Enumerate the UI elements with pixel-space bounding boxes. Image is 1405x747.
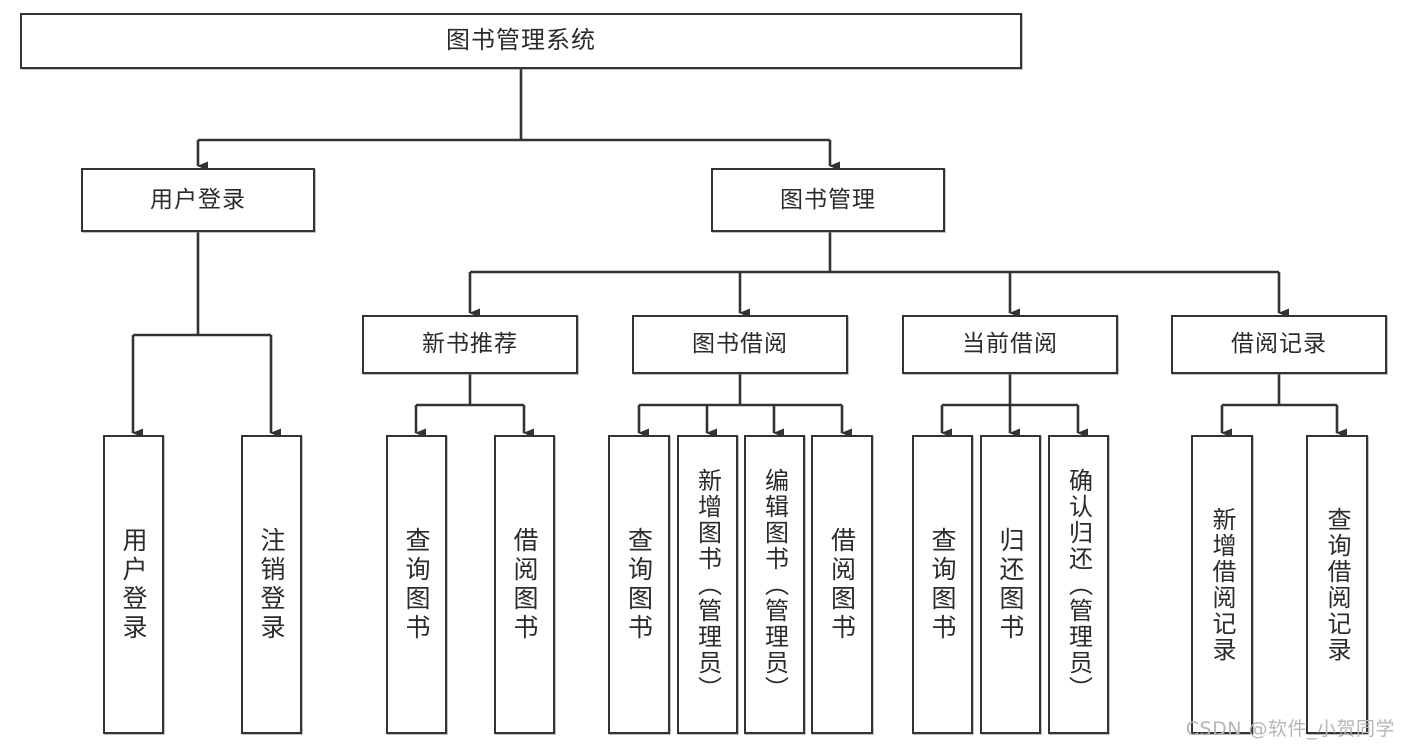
node-leaf-return-book[interactable]: 归还图书 xyxy=(980,435,1041,734)
node-book-management[interactable]: 图书管理 xyxy=(711,168,945,232)
node-label-leaf-confirm-return-admin: 确认归还（管理员） xyxy=(1064,467,1093,702)
node-leaf-user-login[interactable]: 用户登录 xyxy=(103,435,164,734)
node-label-leaf-query-book-2: 查询图书 xyxy=(624,526,654,643)
node-leaf-borrow-book-2[interactable]: 借阅图书 xyxy=(811,435,873,734)
node-label-book-borrow: 图书借阅 xyxy=(692,331,788,358)
node-leaf-borrow-book-1[interactable]: 借阅图书 xyxy=(494,435,555,734)
node-label-root-system: 图书管理系统 xyxy=(446,26,596,55)
node-label-leaf-edit-book-admin: 编辑图书（管理员） xyxy=(760,467,789,702)
node-label-book-management: 图书管理 xyxy=(780,186,876,213)
node-label-leaf-add-book-admin: 新增图书（管理员） xyxy=(693,467,722,702)
node-label-leaf-return-book: 归还图书 xyxy=(996,526,1025,643)
node-leaf-edit-book-admin[interactable]: 编辑图书（管理员） xyxy=(744,435,805,734)
node-leaf-add-book-admin[interactable]: 新增图书（管理员） xyxy=(677,435,738,734)
node-label-leaf-query-borrow-record: 查询借阅记录 xyxy=(1323,506,1351,663)
node-root-system[interactable]: 图书管理系统 xyxy=(20,13,1022,69)
node-label-user-login: 用户登录 xyxy=(150,186,246,213)
node-label-new-book-recommend: 新书推荐 xyxy=(422,331,518,358)
node-label-leaf-add-borrow-record: 新增借阅记录 xyxy=(1208,506,1236,663)
node-leaf-query-borrow-record[interactable]: 查询借阅记录 xyxy=(1306,435,1368,734)
node-leaf-user-logout[interactable]: 注销登录 xyxy=(241,435,302,734)
node-borrow-record[interactable]: 借阅记录 xyxy=(1171,315,1387,374)
node-book-borrow[interactable]: 图书借阅 xyxy=(632,315,848,374)
node-label-leaf-query-book-3: 查询图书 xyxy=(928,526,957,643)
csdn-watermark: CSDN @软件_小贺同学 xyxy=(1185,718,1395,740)
node-leaf-add-borrow-record[interactable]: 新增借阅记录 xyxy=(1191,435,1253,734)
node-label-current-borrow: 当前借阅 xyxy=(962,331,1058,358)
node-user-login[interactable]: 用户登录 xyxy=(81,168,315,232)
node-new-book-recommend[interactable]: 新书推荐 xyxy=(362,315,578,374)
node-label-leaf-user-logout: 注销登录 xyxy=(257,526,286,643)
node-leaf-query-book-1[interactable]: 查询图书 xyxy=(386,435,447,734)
node-label-leaf-user-login: 用户登录 xyxy=(119,526,148,643)
node-label-borrow-record: 借阅记录 xyxy=(1231,331,1327,358)
node-label-leaf-query-book-1: 查询图书 xyxy=(402,526,431,643)
node-current-borrow[interactable]: 当前借阅 xyxy=(902,315,1118,374)
node-label-leaf-borrow-book-2: 借阅图书 xyxy=(827,526,857,643)
node-leaf-query-book-2[interactable]: 查询图书 xyxy=(608,435,670,734)
node-label-leaf-borrow-book-1: 借阅图书 xyxy=(510,526,539,643)
node-leaf-confirm-return-admin[interactable]: 确认归还（管理员） xyxy=(1048,435,1109,734)
node-leaf-query-book-3[interactable]: 查询图书 xyxy=(912,435,973,734)
